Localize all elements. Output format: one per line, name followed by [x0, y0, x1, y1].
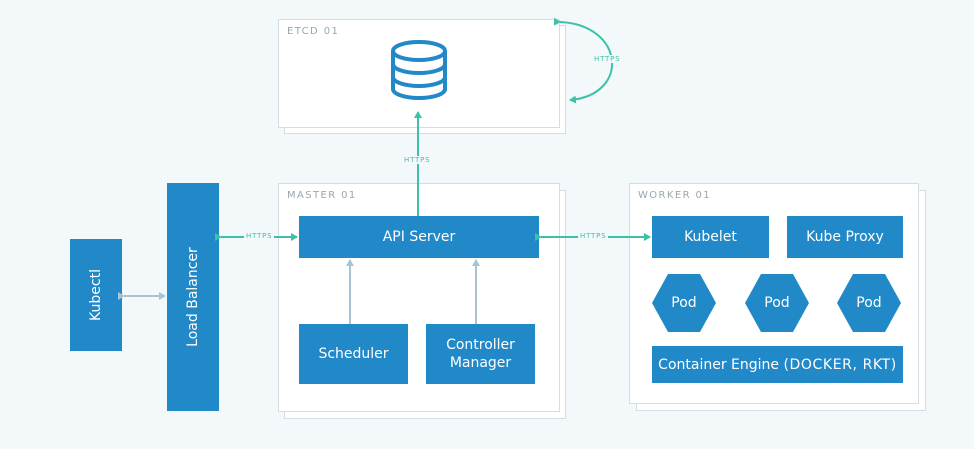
pod-hexagon-2[interactable]: Pod — [745, 274, 809, 332]
database-icon — [391, 40, 447, 100]
https-label-api-kubelet: HTTPS — [578, 232, 609, 240]
container-engine-box[interactable]: Container Engine (DOCKER, RKT) — [652, 346, 903, 383]
kube-proxy-box[interactable]: Kube Proxy — [787, 216, 903, 258]
scheduler-label: Scheduler — [318, 346, 389, 362]
pod-hexagon-3[interactable]: Pod — [837, 274, 901, 332]
scheduler-box[interactable]: Scheduler — [299, 324, 408, 384]
controller-manager-box[interactable]: Controller Manager — [426, 324, 535, 384]
worker-title: WORKER 01 — [638, 190, 712, 201]
https-label-etcd-self: HTTPS — [592, 55, 623, 63]
pod-label: Pod — [764, 295, 790, 311]
api-server-label: API Server — [382, 229, 456, 245]
kubelet-box[interactable]: Kubelet — [652, 216, 769, 258]
pod-label: Pod — [856, 295, 882, 311]
kubectl-box[interactable]: Kubectl — [70, 239, 122, 351]
controller-manager-line2: Manager — [449, 355, 512, 371]
master-title: MASTER 01 — [287, 190, 357, 201]
etcd-title: ETCD 01 — [287, 26, 340, 37]
controller-manager-line1: Controller — [446, 337, 515, 353]
kube-proxy-label: Kube Proxy — [806, 229, 884, 245]
container-engine-text: Container Engine — [658, 356, 780, 373]
hexagon-shape — [837, 274, 901, 332]
container-engine-label: Container Engine (DOCKER, RKT) — [658, 356, 897, 374]
https-label-lb-api: HTTPS — [244, 232, 275, 240]
https-label-etcd-api: HTTPS — [402, 156, 433, 164]
hexagon-shape — [745, 274, 809, 332]
controller-manager-label: Controller Manager — [446, 336, 515, 372]
hexagon-shape — [652, 274, 716, 332]
pod-label: Pod — [671, 295, 697, 311]
api-server-box[interactable]: API Server — [299, 216, 539, 258]
container-engine-runtimes: (DOCKER, RKT) — [783, 356, 897, 373]
load-balancer-box[interactable]: Load Balancer — [167, 183, 219, 411]
kubelet-label: Kubelet — [684, 229, 737, 245]
pod-hexagon-1[interactable]: Pod — [652, 274, 716, 332]
